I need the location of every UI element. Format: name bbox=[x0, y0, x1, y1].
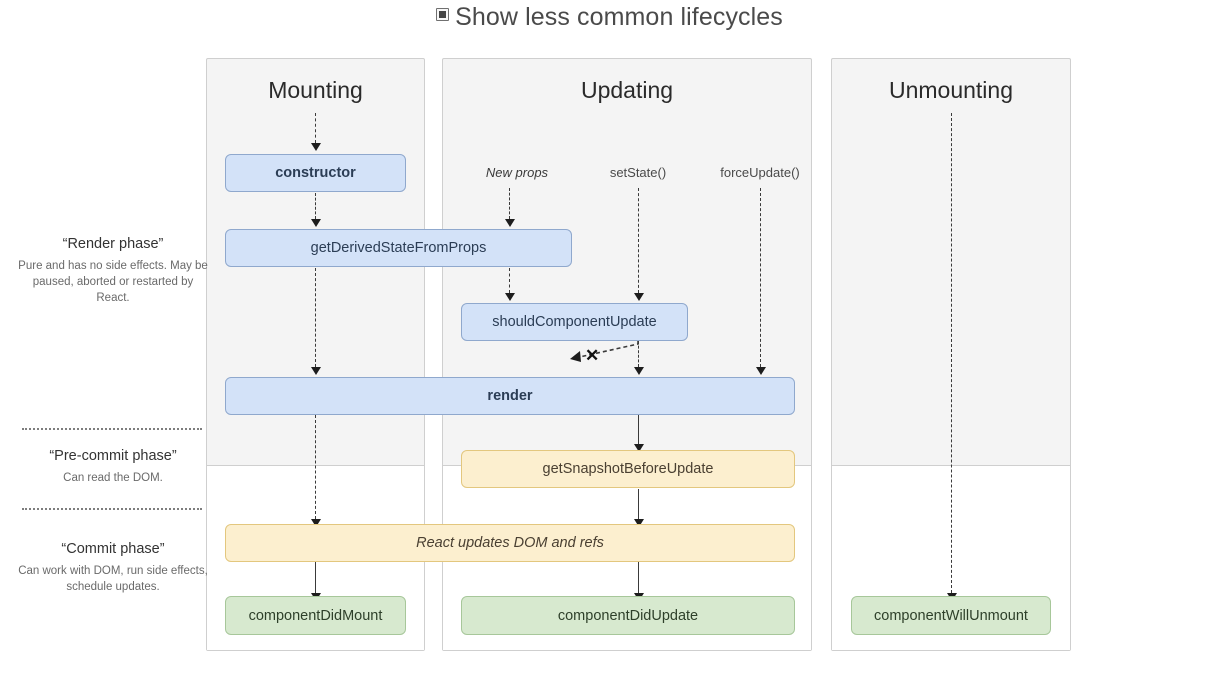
phase-commit: “Commit phase” Can work with DOM, run si… bbox=[18, 541, 208, 595]
phase-commit-description: Can work with DOM, run side effects, sch… bbox=[18, 565, 208, 593]
column-title-updating: Updating bbox=[580, 77, 674, 103]
column-title-mounting: Mounting bbox=[268, 77, 363, 103]
phase-render-description: Pure and has no side effects. May be pau… bbox=[18, 260, 208, 304]
box-should-component-update[interactable]: shouldComponentUpdate bbox=[461, 303, 688, 341]
phase-render: “Render phase” Pure and has no side effe… bbox=[18, 236, 208, 306]
checkbox-icon[interactable] bbox=[436, 8, 450, 21]
trigger-set-state: setState() bbox=[609, 165, 667, 180]
phase-divider-bottom bbox=[22, 508, 202, 510]
phase-commit-title: “Commit phase” bbox=[61, 541, 165, 557]
show-less-common-lifecycles-label: Show less common lifecycles bbox=[455, 2, 783, 31]
box-react-updates-dom-and-refs[interactable]: React updates DOM and refs bbox=[225, 524, 795, 562]
box-component-will-unmount[interactable]: componentWillUnmount bbox=[851, 596, 1051, 635]
phase-pre-commit-description: Can read the DOM. bbox=[63, 472, 163, 484]
box-render[interactable]: render bbox=[225, 377, 795, 415]
phase-pre-commit-title: “Pre-commit phase” bbox=[49, 448, 177, 464]
box-get-derived-state-from-props[interactable]: getDerivedStateFromProps bbox=[225, 229, 572, 267]
box-constructor[interactable]: constructor bbox=[225, 154, 406, 192]
phase-render-title: “Render phase” bbox=[62, 236, 164, 252]
abort-x-icon: ✕ bbox=[585, 346, 600, 365]
trigger-force-update: forceUpdate() bbox=[720, 165, 800, 180]
column-title-unmounting: Unmounting bbox=[888, 77, 1014, 103]
box-component-did-update[interactable]: componentDidUpdate bbox=[461, 596, 795, 635]
box-component-did-mount[interactable]: componentDidMount bbox=[225, 596, 406, 635]
phase-divider-top bbox=[22, 428, 202, 430]
show-less-common-lifecycles-toggle[interactable]: Show less common lifecycles bbox=[0, 2, 1219, 32]
column-updating: Updating bbox=[442, 58, 812, 651]
box-get-snapshot-before-update[interactable]: getSnapshotBeforeUpdate bbox=[461, 450, 795, 488]
phase-pre-commit: “Pre-commit phase” Can read the DOM. bbox=[18, 448, 208, 486]
trigger-new-props: New props bbox=[485, 165, 549, 180]
